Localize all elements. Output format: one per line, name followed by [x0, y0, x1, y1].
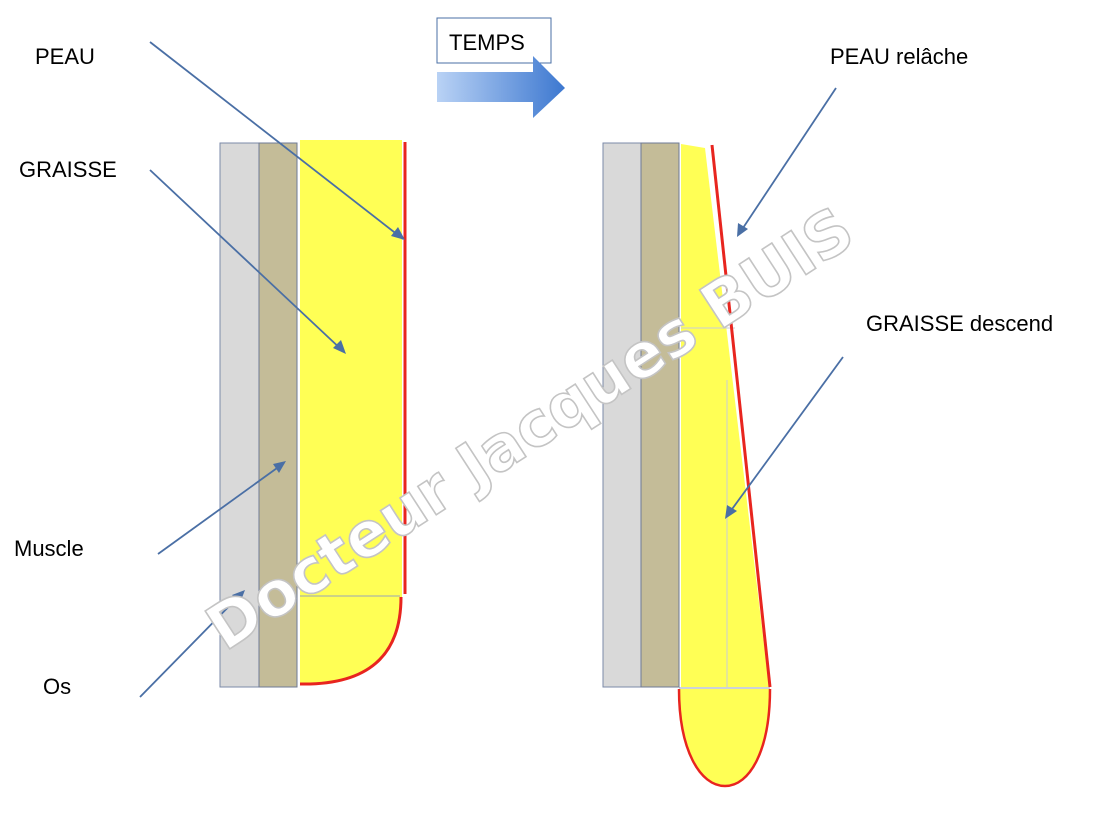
- fat-drop-outline: [677, 688, 772, 788]
- muscle-layer-aged: [640, 142, 680, 688]
- arrow-peau: [149, 41, 405, 240]
- skin-curve: [299, 596, 403, 686]
- fat-drop: [679, 689, 770, 786]
- label-muscle: Muscle: [14, 536, 84, 561]
- fat-layer: [300, 140, 402, 597]
- label-graisse: GRAISSE: [19, 157, 117, 182]
- aged-state-diagram: [602, 142, 772, 788]
- skin-line-aged: [710, 144, 772, 688]
- initial-state-diagram: [219, 140, 407, 688]
- arrow-graisse-descend: [725, 356, 844, 519]
- arrow-muscle: [157, 461, 286, 555]
- label-graisse-descend: GRAISSE descend: [866, 311, 1053, 336]
- muscle-layer: [258, 142, 298, 688]
- arrow-graisse: [149, 169, 346, 354]
- pointer-arrows: [139, 41, 844, 698]
- label-os: Os: [43, 674, 71, 699]
- arrow-peau-relache: [737, 87, 837, 237]
- bone-layer-aged: [602, 142, 642, 688]
- arrow-os: [139, 590, 245, 698]
- fat-layer-aged: [681, 144, 769, 687]
- label-peau-relache: PEAU relâche: [830, 44, 968, 69]
- time-arrow-group: TEMPS: [436, 17, 565, 118]
- label-peau: PEAU: [35, 44, 95, 69]
- temps-label: TEMPS: [449, 30, 525, 55]
- temps-box: [436, 17, 552, 64]
- right-arrow-icon: [437, 56, 565, 118]
